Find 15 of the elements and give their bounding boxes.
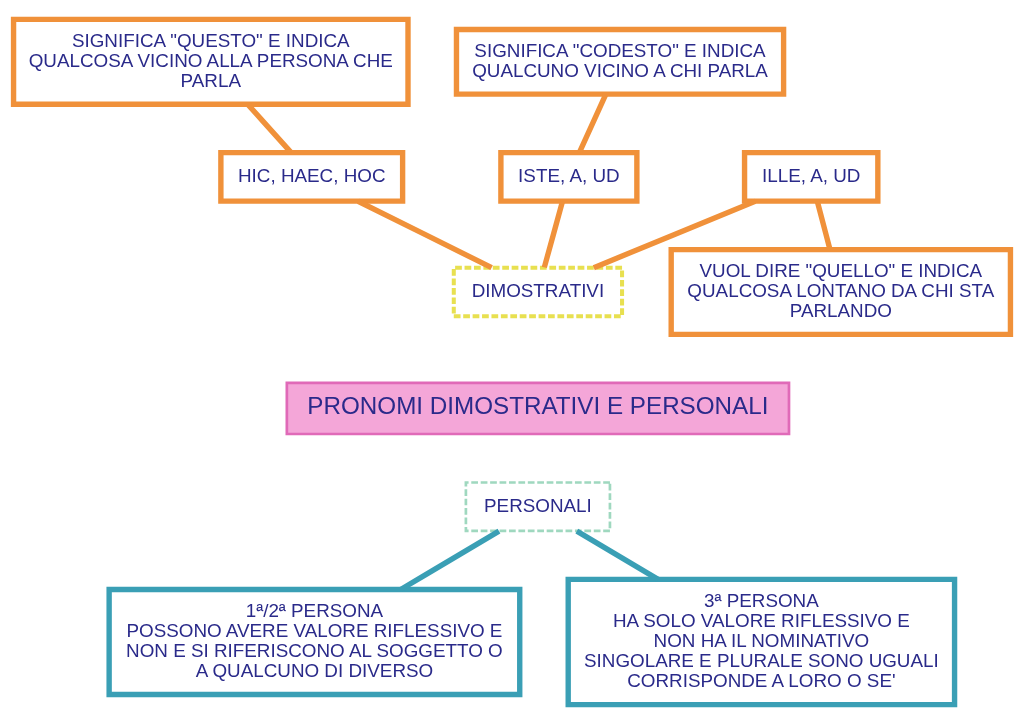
node-box: DIMOSTRATIVI	[451, 265, 625, 318]
node-box: ISTE, A, UD	[498, 149, 640, 204]
connector	[592, 198, 757, 270]
connector	[541, 200, 566, 268]
node-box: 1ª/2ª PERSONA POSSONO AVERE VALORE RIFLESSIVO E NON E SI RIFERISCONO AL SOGGETTO O A QUALCUNO DI DIVERSO	[106, 586, 523, 697]
node-box: HIC, HAEC, HOC	[218, 149, 406, 204]
node-box: PRONOMI DIMOSTRATIVI E PERSONALI	[285, 381, 791, 435]
node-box: 3ª PERSONA HA SOLO VALORE RIFLESSIVO E NON HA IL NOMINATIVO SINGOLARE E PLURALE SONO UGUALI CORRISPONDE A LORO O SE'	[565, 576, 958, 707]
node-box: SIGNIFICA "CODESTO" E INDICA QUALCUNO VICINO A CHI PARLA	[453, 26, 787, 97]
node-box: PERSONALI	[464, 480, 612, 532]
node-box: VUOL DIRE "QUELLO" E INDICA QUALCOSA LONTANO DA CHI STA PARLANDO	[668, 246, 1014, 337]
connector	[356, 198, 493, 270]
node-box: ILLE, A, UD	[741, 149, 881, 204]
connector	[814, 200, 833, 250]
node-box: SIGNIFICA "QUESTO" E INDICA QUALCOSA VICINO ALLA PERSONA CHE PARLA	[10, 16, 411, 107]
